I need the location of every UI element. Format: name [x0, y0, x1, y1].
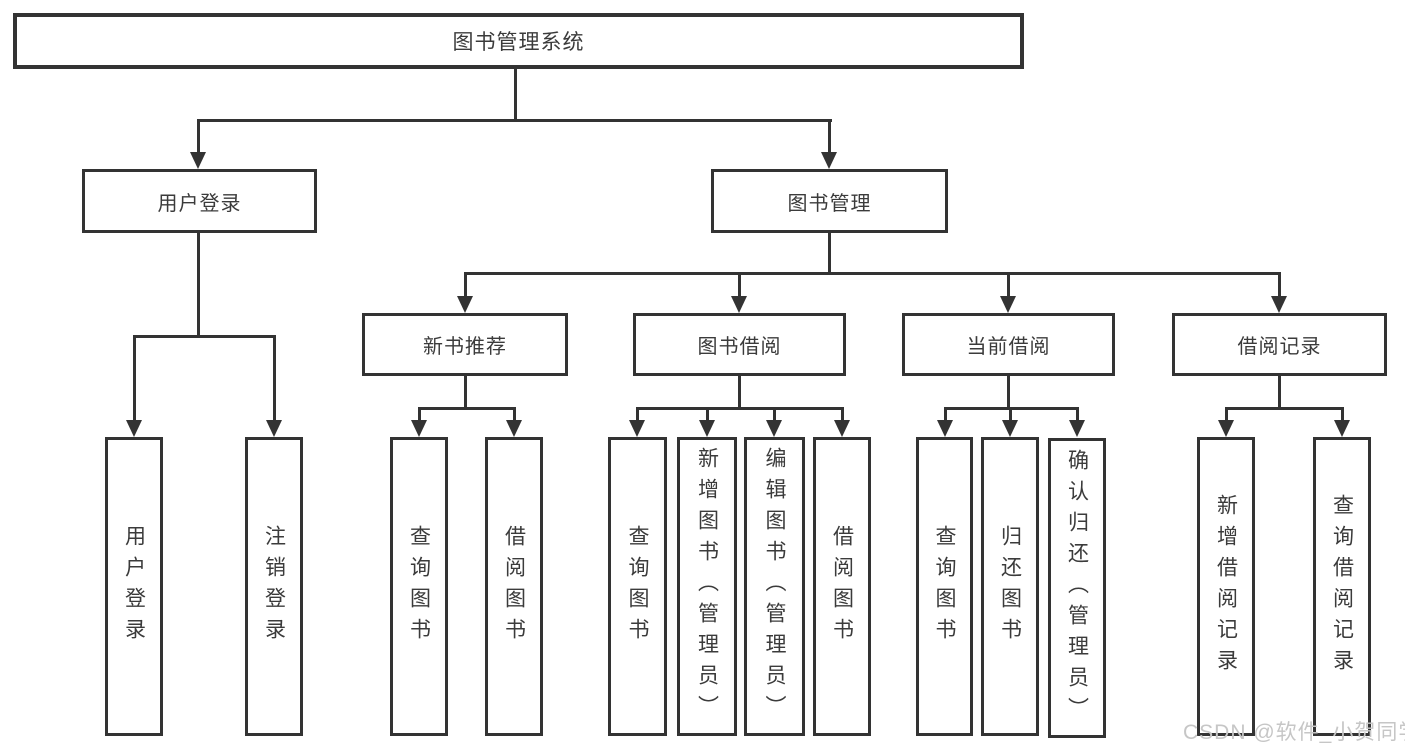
node-label: 确认归还（管理员） — [1065, 448, 1089, 728]
connector-borrow-record-rail — [1225, 407, 1343, 410]
connector-drop — [841, 407, 844, 420]
connector-drop — [418, 407, 421, 420]
connector-drop — [738, 272, 741, 296]
connector-drop — [133, 335, 136, 420]
arrow-down-icon — [1218, 420, 1234, 437]
node-label: 图书管理系统 — [452, 31, 585, 54]
connector-drop — [1225, 407, 1228, 420]
node-label: 当前借阅 — [966, 336, 1051, 358]
arrow-down-icon — [699, 420, 715, 437]
arrow-down-icon — [629, 420, 645, 437]
leaf-add-borrow-record: 新增借阅记录 — [1197, 437, 1255, 736]
node-label: 查询图书 — [407, 524, 431, 649]
arrow-down-icon — [937, 420, 953, 437]
leaf-user-login: 用户登录 — [105, 437, 163, 736]
arrow-down-icon — [1271, 296, 1287, 313]
connector-drop — [706, 407, 709, 420]
leaf-current-query-books: 查询图书 — [916, 437, 973, 736]
arrow-down-icon — [1002, 420, 1018, 437]
node-label: 归还图书 — [998, 524, 1022, 649]
arrow-down-icon — [834, 420, 850, 437]
leaf-logout: 注销登录 — [245, 437, 303, 736]
connector-drop — [944, 407, 947, 420]
connector-new-book-rail — [418, 407, 515, 410]
connector-root-stem — [514, 69, 517, 119]
connector-book-mgmt-drop — [828, 119, 831, 153]
leaf-newbook-query-books: 查询图书 — [390, 437, 448, 736]
leaf-newbook-borrow-books: 借阅图书 — [485, 437, 543, 736]
node-library-management-system: 图书管理系统 — [13, 13, 1024, 69]
node-label: 编辑图书（管理员） — [763, 447, 786, 726]
node-label: 借阅图书 — [830, 524, 854, 649]
leaf-query-borrow-record: 查询借阅记录 — [1313, 437, 1371, 736]
node-borrow-record: 借阅记录 — [1172, 313, 1387, 376]
node-label: 新增借阅记录 — [1214, 493, 1238, 680]
node-label: 用户登录 — [157, 192, 242, 215]
arrow-down-icon — [731, 296, 747, 313]
leaf-return-books: 归还图书 — [981, 437, 1039, 736]
leaf-borrow-books: 借阅图书 — [813, 437, 871, 736]
node-label: 图书借阅 — [697, 336, 782, 358]
leaf-edit-books-admin: 编辑图书（管理员） — [744, 437, 805, 736]
node-label: 借阅图书 — [502, 524, 526, 649]
connector-book-borrow-rail — [636, 407, 842, 410]
connector-drop — [1076, 407, 1079, 420]
arrow-down-icon — [766, 420, 782, 437]
leaf-confirm-return-admin: 确认归还（管理员） — [1048, 438, 1106, 738]
arrow-down-icon — [457, 296, 473, 313]
node-current-borrow: 当前借阅 — [902, 313, 1115, 376]
arrow-down-icon — [1334, 420, 1350, 437]
connector-drop — [273, 335, 276, 420]
node-book-management: 图书管理 — [711, 169, 948, 233]
arrow-down-icon — [1000, 296, 1016, 313]
node-label: 新书推荐 — [423, 336, 507, 358]
arrow-down-icon — [506, 420, 522, 437]
connector-drop — [1007, 272, 1010, 296]
arrow-down-icon — [821, 152, 837, 169]
csdn-watermark: CSDN @软件_小贺同学 — [1183, 721, 1405, 744]
arrow-down-icon — [411, 420, 427, 437]
connector-new-book-stem — [464, 376, 467, 407]
leaf-borrow-query-books: 查询图书 — [608, 437, 667, 736]
arrow-down-icon — [190, 152, 206, 169]
connector-drop — [773, 407, 776, 420]
connector-level2-rail — [197, 119, 832, 122]
node-book-borrow: 图书借阅 — [633, 313, 846, 376]
node-label: 借阅记录 — [1237, 336, 1322, 358]
node-label: 查询图书 — [626, 524, 649, 649]
node-user-login: 用户登录 — [82, 169, 317, 233]
arrow-down-icon — [266, 420, 282, 437]
connector-drop — [464, 272, 467, 296]
connector-drop — [513, 407, 516, 420]
connector-drop — [1009, 407, 1012, 420]
connector-book-borrow-stem — [738, 376, 741, 407]
connector-book-mgmt-stem — [828, 233, 831, 272]
arrow-down-icon — [1069, 420, 1085, 437]
node-label: 新增图书（管理员） — [695, 447, 719, 726]
node-label: 查询借阅记录 — [1330, 493, 1354, 680]
connector-drop — [1278, 272, 1281, 296]
connector-drop — [1341, 407, 1344, 420]
node-label: 注销登录 — [262, 524, 286, 649]
connector-level3-rail — [464, 272, 1281, 275]
connector-user-login-stem — [197, 233, 200, 335]
arrow-down-icon — [126, 420, 142, 437]
connector-drop — [636, 407, 639, 420]
node-label: 图书管理 — [787, 192, 872, 215]
leaf-add-books-admin: 新增图书（管理员） — [677, 437, 737, 736]
connector-user-login-drop — [197, 119, 200, 153]
node-new-book-recommend: 新书推荐 — [362, 313, 568, 376]
connector-borrow-record-stem — [1278, 376, 1281, 407]
node-label: 用户登录 — [122, 524, 146, 649]
connector-user-login-rail — [133, 335, 275, 338]
connector-current-borrow-stem — [1007, 376, 1010, 407]
node-label: 查询图书 — [933, 524, 956, 649]
